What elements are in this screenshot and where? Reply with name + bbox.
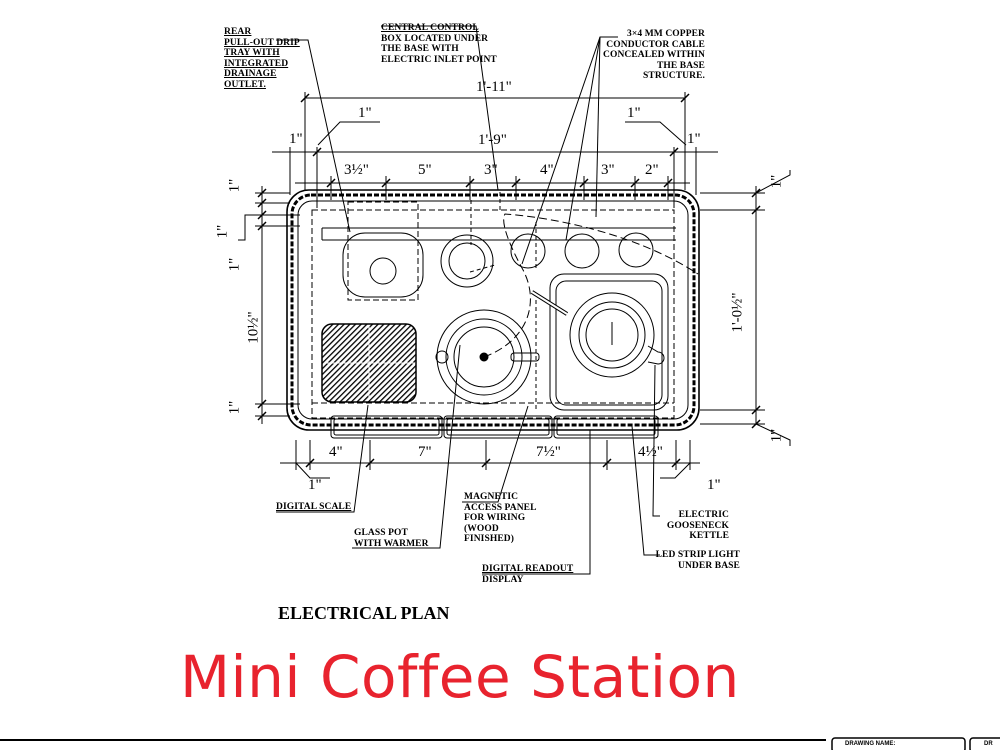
dim-top-seg: 2" [645,162,659,178]
dim-left-stack: 1" [226,400,243,415]
plan-label: ELECTRICAL PLAN [278,603,450,623]
dim-bottom-seg: 7" [418,444,432,460]
note-readout-line: DIGITAL READOUT [482,564,574,574]
note-readout-line: DISPLAY [482,574,524,585]
dim-top-seg: 3½" [344,162,369,178]
note-kettle: ELECTRIC GOOSENECK KETTLE [655,510,729,542]
title-block-next [969,737,1000,750]
dim-top-seg: 5" [418,162,432,178]
dim-top-seg: 3" [484,162,498,178]
leader-lines [276,25,660,575]
note-cable-line: CONDUCTOR CABLE [606,39,705,50]
note-access-panel-line: ACCESS PANEL [464,502,537,513]
dim-left-stack: 1" [214,224,231,239]
note-drip-tray-line: REAR [224,27,252,37]
dim-right-depth: 1'-0½" [729,292,746,333]
dim-offset-left: 1" [289,131,303,147]
dim-left-stack: 1" [226,257,243,272]
base-outline [286,189,700,431]
dim-inner-width: 1'-9" [478,132,507,148]
note-glass-pot: GLASS POT WITH WARMER [354,528,429,549]
note-digital-scale: DIGITAL SCALE [276,502,352,512]
note-control-box-line: ELECTRIC INLET POINT [381,54,497,65]
dim-offset-right: 1" [687,131,701,147]
note-cable-line: 3×4 MM COPPER [627,29,705,39]
dim-bottom-seg: 4" [329,444,343,460]
note-kettle-line: KETTLE [689,531,729,541]
note-access-panel-line: FINISHED) [464,534,514,544]
dim-left-stack: 1" [226,178,243,193]
grinder-base [342,232,424,298]
note-glass-pot-line: WITH WARMER [354,538,429,549]
note-led-strip: LED STRIP LIGHT UNDER BASE [644,550,740,571]
dim-top-seg: 3" [601,162,615,178]
cup-4 [618,232,654,268]
dim-bottom-right: 1" [707,477,721,493]
note-cable-line: STRUCTURE. [643,71,705,81]
note-kettle-line: ELECTRIC [678,510,729,520]
dim-edge-top-left: 1" [358,105,372,121]
note-drip-tray-line: INTEGRATED [224,58,289,69]
note-access-panel-line: MAGNETIC [464,492,519,502]
dim-bottom-seg: 4½" [638,444,663,460]
cup-1 [440,234,494,288]
note-drip-tray: REAR PULL-OUT DRIP TRAY WITH INTEGRATED … [224,27,300,90]
drip-tray [347,201,419,301]
note-drip-tray-line: TRAY WITH [224,48,280,58]
kettle-base [549,273,669,411]
dim-right-top: 1" [768,174,785,189]
title-block-drawing-name [831,737,966,750]
grinder-bowl [369,257,397,285]
note-led-line: LED STRIP LIGHT [655,550,740,560]
dim-edge-top-right: 1" [627,105,641,121]
glass-pot [436,309,532,405]
title-block-drawing-name-label: DRAWING NAME: [845,741,896,747]
dim-bottom-seg: 7½" [536,444,561,460]
cup-2 [510,233,546,269]
note-cable-line: CONCEALED WITHIN [603,50,705,60]
note-drip-tray-line: OUTLET. [224,79,266,90]
dim-top-seg: 4" [540,162,554,178]
counter-surface [311,209,675,419]
note-control-box-line: THE BASE WITH [381,44,459,54]
note-drip-tray-line: PULL-OUT DRIP [224,37,300,48]
access-panel-right [553,415,659,439]
note-access-panel-line: FOR WIRING [464,513,526,523]
access-panel-center [443,415,553,439]
note-control-box: CENTRAL CONTROL BOX LOCATED UNDER THE BA… [381,23,497,65]
note-glass-pot-line: GLASS POT [354,528,408,538]
note-kettle-line: GOOSENECK [666,520,729,531]
access-panel-left [330,415,443,439]
dim-bottom-left: 1" [308,477,322,493]
electric-gooseneck-kettle [569,292,655,378]
note-access-panel-line: (WOOD [464,523,499,534]
note-led-line: UNDER BASE [678,560,740,571]
dim-left-stack: 10½" [245,311,262,344]
note-drip-tray-line: DRAINAGE [224,69,277,79]
note-control-box-line: BOX LOCATED UNDER [381,33,489,44]
note-digital-readout: DIGITAL READOUT DISPLAY [482,564,573,585]
note-control-box-line: CENTRAL CONTROL [381,23,479,33]
copper-cable-path [483,213,699,358]
page-title: Mini Coffee Station [180,643,740,711]
title-block-next-label: DR [984,741,993,747]
note-cable-line: THE BASE [656,60,705,71]
dim-right-bottom: 1" [768,428,785,443]
cup-3 [564,233,600,269]
note-copper-cable: 3×4 MM COPPER CONDUCTOR CABLE CONCEALED … [600,29,705,82]
dim-overall-width: 1'-11" [476,79,512,95]
base-outline-dashed [290,193,696,427]
note-access-panel: MAGNETIC ACCESS PANEL FOR WIRING (WOOD F… [464,492,537,545]
